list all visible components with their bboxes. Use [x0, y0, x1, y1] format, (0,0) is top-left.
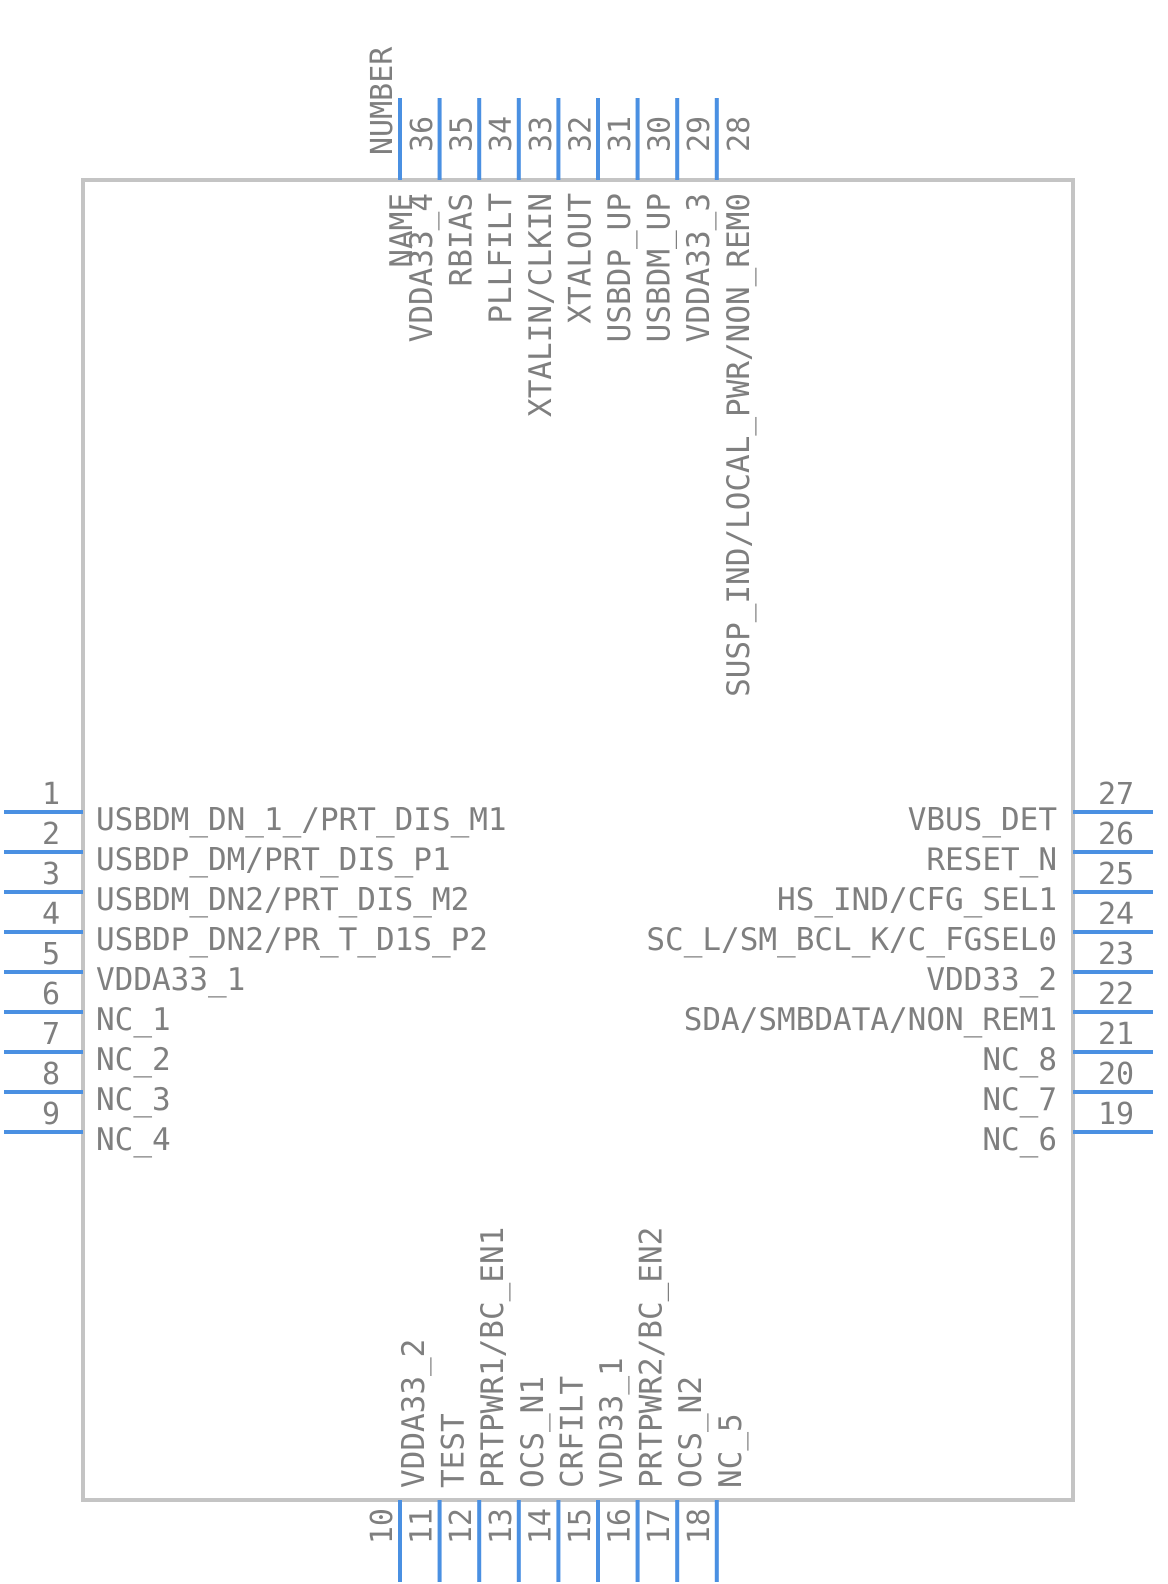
pin-name-2: USBDP_DM/PRT_DIS_P1	[96, 842, 451, 878]
pin-number-1: 1	[42, 777, 60, 812]
pin-name-25: HS_IND/CFG_SEL1	[777, 882, 1057, 918]
pin-number-20: 20	[1098, 1057, 1134, 1092]
pin-number-36: 36	[405, 116, 440, 152]
pin-name-4: USBDP_DN2/PR_T_D1S_P2	[96, 922, 488, 958]
pin-name-7: NC_2	[96, 1042, 171, 1078]
pin-name-34: PLLFILT	[483, 193, 519, 324]
component-body	[81, 178, 1075, 1502]
pin-number-10: 10	[365, 1508, 400, 1544]
pin-number-31: 31	[603, 116, 638, 152]
pin-number-17: 17	[642, 1508, 677, 1544]
pin-number-30: 30	[643, 116, 678, 152]
pin-name-29: VDDA33_3	[681, 193, 717, 342]
pin-number-33: 33	[524, 116, 559, 152]
pin-number-18: 18	[682, 1508, 717, 1544]
pin-number-8: 8	[42, 1057, 60, 1092]
pin-number-25: 25	[1098, 857, 1134, 892]
pin-name-23: VDD33_2	[926, 962, 1057, 998]
number-header-label: NUMBER	[365, 46, 400, 155]
pin-name-35: RBIAS	[444, 193, 480, 286]
pin-name-14: CRFILT	[554, 1376, 590, 1488]
pin-number-35: 35	[445, 116, 480, 152]
pin-name-27: VBUS_DET	[908, 802, 1057, 838]
pin-number-28: 28	[722, 116, 757, 152]
pin-number-22: 22	[1098, 977, 1134, 1012]
pin-name-22: SDA/SMBDATA/NON_REM1	[684, 1002, 1057, 1038]
pin-name-17: OCS_N2	[673, 1376, 709, 1488]
pin-name-33: XTALIN/CLKIN	[523, 193, 559, 417]
pin-name-24: SC_L/SM_BCL_K/C_FGSEL0	[646, 922, 1057, 958]
pin-name-11: TEST	[436, 1413, 472, 1488]
name-header-label: NAME	[384, 193, 420, 268]
pin-number-14: 14	[523, 1508, 558, 1544]
bottom-pin-group: 10 VDDA33_2 11 TEST 12 PRTPWR1/BC_EN1 13 OCS_N1…	[365, 1227, 749, 1582]
pin-name-3: USBDM_DN2/PRT_DIS_M2	[96, 882, 469, 918]
pin-number-7: 7	[42, 1017, 60, 1052]
pin-name-26: RESET_N	[926, 842, 1057, 878]
pin-name-36: VDDA33_4	[404, 193, 440, 342]
pin-name-19: NC_6	[982, 1122, 1057, 1158]
pin-name-16: PRTPWR2/BC_EN2	[634, 1227, 670, 1488]
pin-name-20: NC_7	[982, 1082, 1057, 1118]
pin-number-4: 4	[42, 897, 60, 932]
pin-number-5: 5	[42, 937, 60, 972]
pin-number-29: 29	[682, 116, 717, 152]
pin-number-27: 27	[1098, 777, 1134, 812]
pin-name-6: NC_1	[96, 1002, 171, 1038]
pin-name-28: SUSP_IND/LOCAL_PWR/NON_REM0	[721, 193, 757, 697]
pin-name-9: NC_4	[96, 1122, 171, 1158]
pin-name-18: NC_5	[713, 1413, 749, 1488]
pin-name-5: VDDA33_1	[96, 962, 245, 998]
pin-number-6: 6	[42, 977, 60, 1012]
pin-number-19: 19	[1098, 1097, 1134, 1132]
pin-number-15: 15	[563, 1508, 598, 1544]
pin-name-21: NC_8	[982, 1042, 1057, 1078]
pin-number-24: 24	[1098, 897, 1134, 932]
pin-number-9: 9	[42, 1097, 60, 1132]
pin-name-12: PRTPWR1/BC_EN1	[475, 1227, 511, 1488]
pin-number-11: 11	[405, 1508, 440, 1544]
pin-number-12: 12	[444, 1508, 479, 1544]
pin-name-10: VDDA33_2	[396, 1339, 432, 1488]
pin-number-16: 16	[603, 1508, 638, 1544]
pin-name-13: OCS_N1	[515, 1376, 551, 1488]
pin-number-34: 34	[484, 116, 519, 152]
pin-number-32: 32	[563, 116, 598, 152]
pin-name-32: XTALOUT	[562, 193, 598, 324]
pin-number-2: 2	[42, 817, 60, 852]
pin-number-13: 13	[484, 1508, 519, 1544]
pin-number-23: 23	[1098, 937, 1134, 972]
pin-name-8: NC_3	[96, 1082, 171, 1118]
pin-number-26: 26	[1098, 817, 1134, 852]
pin-name-30: USBDM_UP	[642, 193, 678, 342]
pin-name-1: USBDM_DN_1_/PRT_DIS_M1	[96, 802, 507, 838]
pin-number-3: 3	[42, 857, 60, 892]
pin-name-31: USBDP_UP	[602, 193, 638, 342]
pin-name-15: VDD33_1	[594, 1357, 630, 1488]
pin-number-21: 21	[1098, 1017, 1134, 1052]
